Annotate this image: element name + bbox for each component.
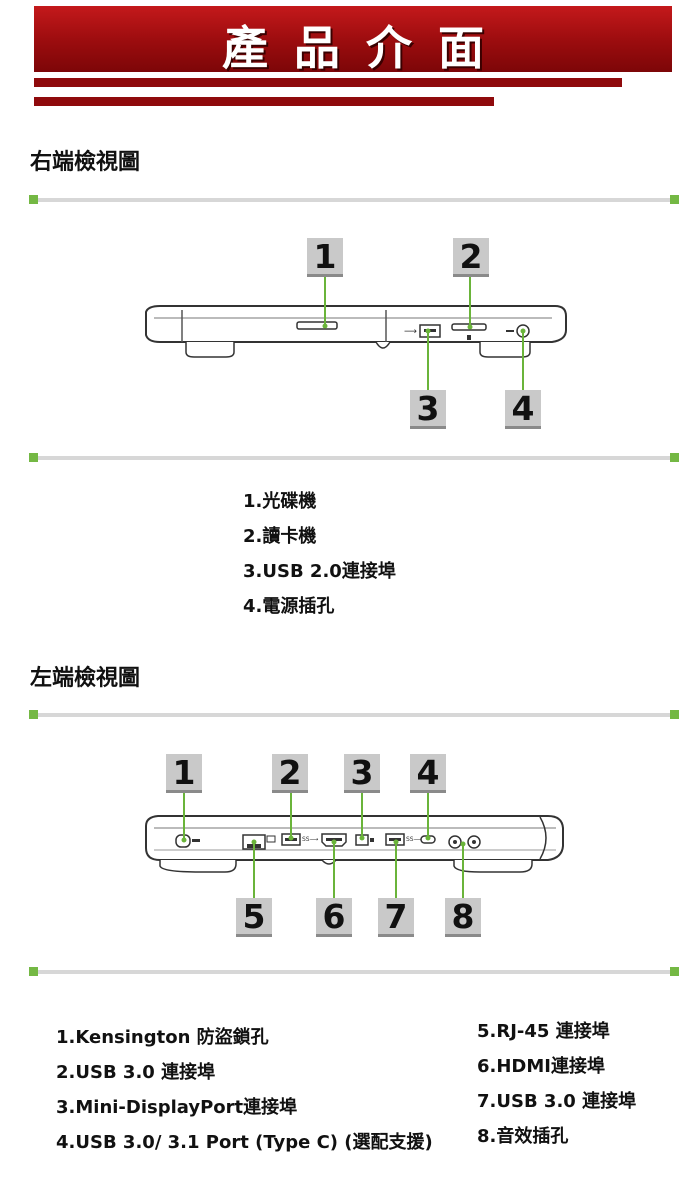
legend-item: 1.光碟機 xyxy=(243,491,317,512)
callout-4: 4 xyxy=(410,754,446,793)
callout-2: 2 xyxy=(272,754,308,793)
right-side-laptop-diagram: ⟶ xyxy=(145,274,567,394)
legend-item: 1.Kensington 防盜鎖孔 xyxy=(56,1027,269,1048)
legend-item: 8.音效插孔 xyxy=(477,1126,569,1147)
svg-text:SS⟶: SS⟶ xyxy=(406,836,423,843)
callout-1: 1 xyxy=(307,238,343,277)
callout-5: 5 xyxy=(236,898,272,937)
laptop-right-body xyxy=(145,305,567,343)
legend-item: 4.USB 3.0/ 3.1 Port (Type C) (選配支援) xyxy=(56,1132,433,1153)
callout-1: 1 xyxy=(166,754,202,793)
left-view-heading: 左端檢視圖 xyxy=(30,666,141,691)
legend-item: 7.USB 3.0 連接埠 xyxy=(477,1091,637,1112)
svg-text:⟶: ⟶ xyxy=(404,327,417,337)
decorative-stripe xyxy=(34,78,622,87)
legend-item: 5.RJ-45 連接埠 xyxy=(477,1021,610,1042)
callout-3: 3 xyxy=(344,754,380,793)
section-divider xyxy=(29,195,679,204)
callout-7: 7 xyxy=(378,898,414,937)
legend-item: 3.USB 2.0連接埠 xyxy=(243,561,396,582)
callout-2: 2 xyxy=(453,238,489,277)
right-view-heading: 右端檢視圖 xyxy=(30,150,141,175)
page-title: 產品介面 xyxy=(222,21,510,75)
decorative-stripe xyxy=(34,97,494,106)
section-divider xyxy=(29,453,679,462)
legend-item: 3.Mini-DisplayPort連接埠 xyxy=(56,1097,298,1118)
laptop-left-body xyxy=(145,815,564,861)
legend-item: 6.HDMI連接埠 xyxy=(477,1056,605,1077)
legend-item: 4.電源插孔 xyxy=(243,596,335,617)
callout-8: 8 xyxy=(445,898,481,937)
callout-6: 6 xyxy=(316,898,352,937)
section-divider xyxy=(29,967,679,976)
section-divider xyxy=(29,710,679,719)
optical-drive-slot xyxy=(296,321,338,330)
legend-item: 2.USB 3.0 連接埠 xyxy=(56,1062,216,1083)
legend-item: 2.讀卡機 xyxy=(243,526,317,547)
left-side-laptop-diagram: SS⟶ SS⟶ xyxy=(145,792,564,902)
svg-text:SS⟶: SS⟶ xyxy=(302,836,319,843)
callout-4: 4 xyxy=(505,390,541,429)
callout-3: 3 xyxy=(410,390,446,429)
header-banner: 產品介面 xyxy=(34,6,672,75)
